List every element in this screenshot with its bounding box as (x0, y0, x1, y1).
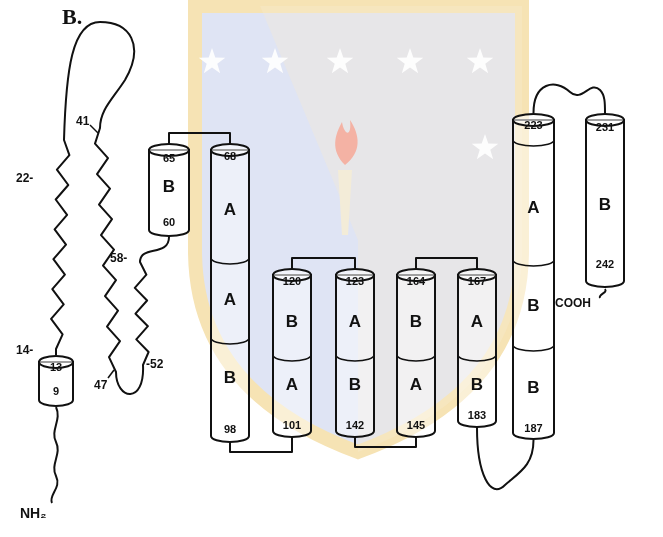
segment-letter: A (210, 200, 250, 220)
segment-divider (211, 338, 249, 344)
segment-letter: B (585, 195, 625, 215)
loop-connector (169, 133, 230, 143)
helix-cylinder: 68A A B 98 (210, 143, 250, 443)
torch-watermark (338, 170, 352, 235)
star (397, 48, 424, 73)
residue-number: 98 (210, 423, 250, 436)
loop-connector (355, 438, 416, 447)
cylinder-body (39, 362, 73, 406)
residue-number: 65 (148, 152, 190, 165)
segment-letter: A (272, 375, 312, 395)
loop-connector (292, 258, 355, 268)
cylinder-body (513, 120, 554, 439)
residue-label: 47 (94, 378, 107, 392)
c-terminus-tail (600, 289, 606, 298)
segment-letter: B (512, 378, 555, 398)
residue-number: 142 (335, 419, 375, 432)
cylinder-body (336, 275, 374, 437)
residue-number: 60 (148, 216, 190, 229)
segment-letter: B (335, 375, 375, 395)
helix-cylinder: 164B A 145 (396, 268, 436, 438)
cylinder-outline (272, 268, 312, 438)
helix-cylinder: 231B 242 (585, 113, 625, 288)
tick-mark (90, 125, 98, 133)
helix-cylinder: 13 9 (38, 355, 74, 407)
star (199, 48, 226, 73)
cylinder-outline (396, 268, 436, 438)
residue-number: 123 (335, 275, 375, 288)
segment-divider (513, 345, 554, 351)
shield-watermark (195, 6, 522, 452)
residue-number: 223 (512, 119, 555, 132)
loop-connector (416, 258, 477, 268)
residue-number: 183 (457, 409, 497, 422)
loop-connector (534, 85, 606, 113)
residue-number: 231 (585, 121, 625, 134)
residue-number: 164 (396, 275, 436, 288)
residue-label: 22- (16, 171, 33, 185)
segment-divider (513, 260, 554, 266)
residue-number: 120 (272, 275, 312, 288)
helix-cylinder: 167A B 183 (457, 268, 497, 428)
residue-label: 41 (76, 114, 89, 128)
cylinder-body (273, 275, 311, 437)
residue-label: COOH (555, 296, 591, 310)
segment-letter: B (396, 312, 436, 332)
cylinder-outline (457, 268, 497, 428)
cylinder-outline (335, 268, 375, 438)
segment-letter: B (148, 177, 190, 197)
residue-number: 101 (272, 419, 312, 432)
residue-label: 14- (16, 343, 33, 357)
segment-divider (211, 258, 249, 264)
helix-cylinder: 120B A 101 (272, 268, 312, 438)
cylinder-body (211, 150, 249, 442)
segment-divider (397, 355, 435, 361)
segment-letter: A (335, 312, 375, 332)
segment-letter: B (457, 375, 497, 395)
segment-divider (513, 140, 554, 146)
residue-number: 145 (396, 419, 436, 432)
segment-divider (458, 355, 496, 361)
residue-number: 187 (512, 422, 555, 435)
cylinder-body (149, 150, 189, 236)
star (467, 48, 494, 73)
shield-shade (260, 6, 522, 452)
cylinder-body (397, 275, 435, 437)
segment-letter: B (210, 368, 250, 388)
cylinder-body (586, 120, 624, 287)
residue-label: NH₂ (20, 505, 46, 521)
residue-number: 9 (38, 385, 74, 398)
residue-number: 242 (585, 258, 625, 271)
star (327, 48, 354, 73)
tick-mark (108, 370, 114, 378)
cylinder-body (458, 275, 496, 427)
star (472, 134, 499, 159)
residue-number: 13 (38, 361, 74, 374)
residue-number: 167 (457, 275, 497, 288)
loop-connector (230, 438, 292, 452)
star (262, 48, 289, 73)
segment-letter: B (272, 312, 312, 332)
residue-label: 58- (110, 251, 127, 265)
segment-divider (273, 355, 311, 361)
helix-cylinder: 223A B B 187 (512, 113, 555, 440)
segment-letter: A (396, 375, 436, 395)
loop-connector (477, 428, 534, 489)
residue-number: 68 (210, 150, 250, 163)
residue-label: -52 (146, 357, 163, 371)
loop-connector (51, 22, 169, 394)
panel-label: B. (62, 4, 82, 30)
segment-letter: A (457, 312, 497, 332)
n-terminus-tail (51, 407, 57, 503)
segment-letter: A (512, 198, 555, 218)
flame-watermark (335, 120, 357, 165)
helix-cylinder: 123A B 142 (335, 268, 375, 438)
segment-letter: B (512, 296, 555, 316)
segment-letter: A (210, 290, 250, 310)
segment-divider (336, 355, 374, 361)
helix-cylinder: 65B 60 (148, 143, 190, 237)
